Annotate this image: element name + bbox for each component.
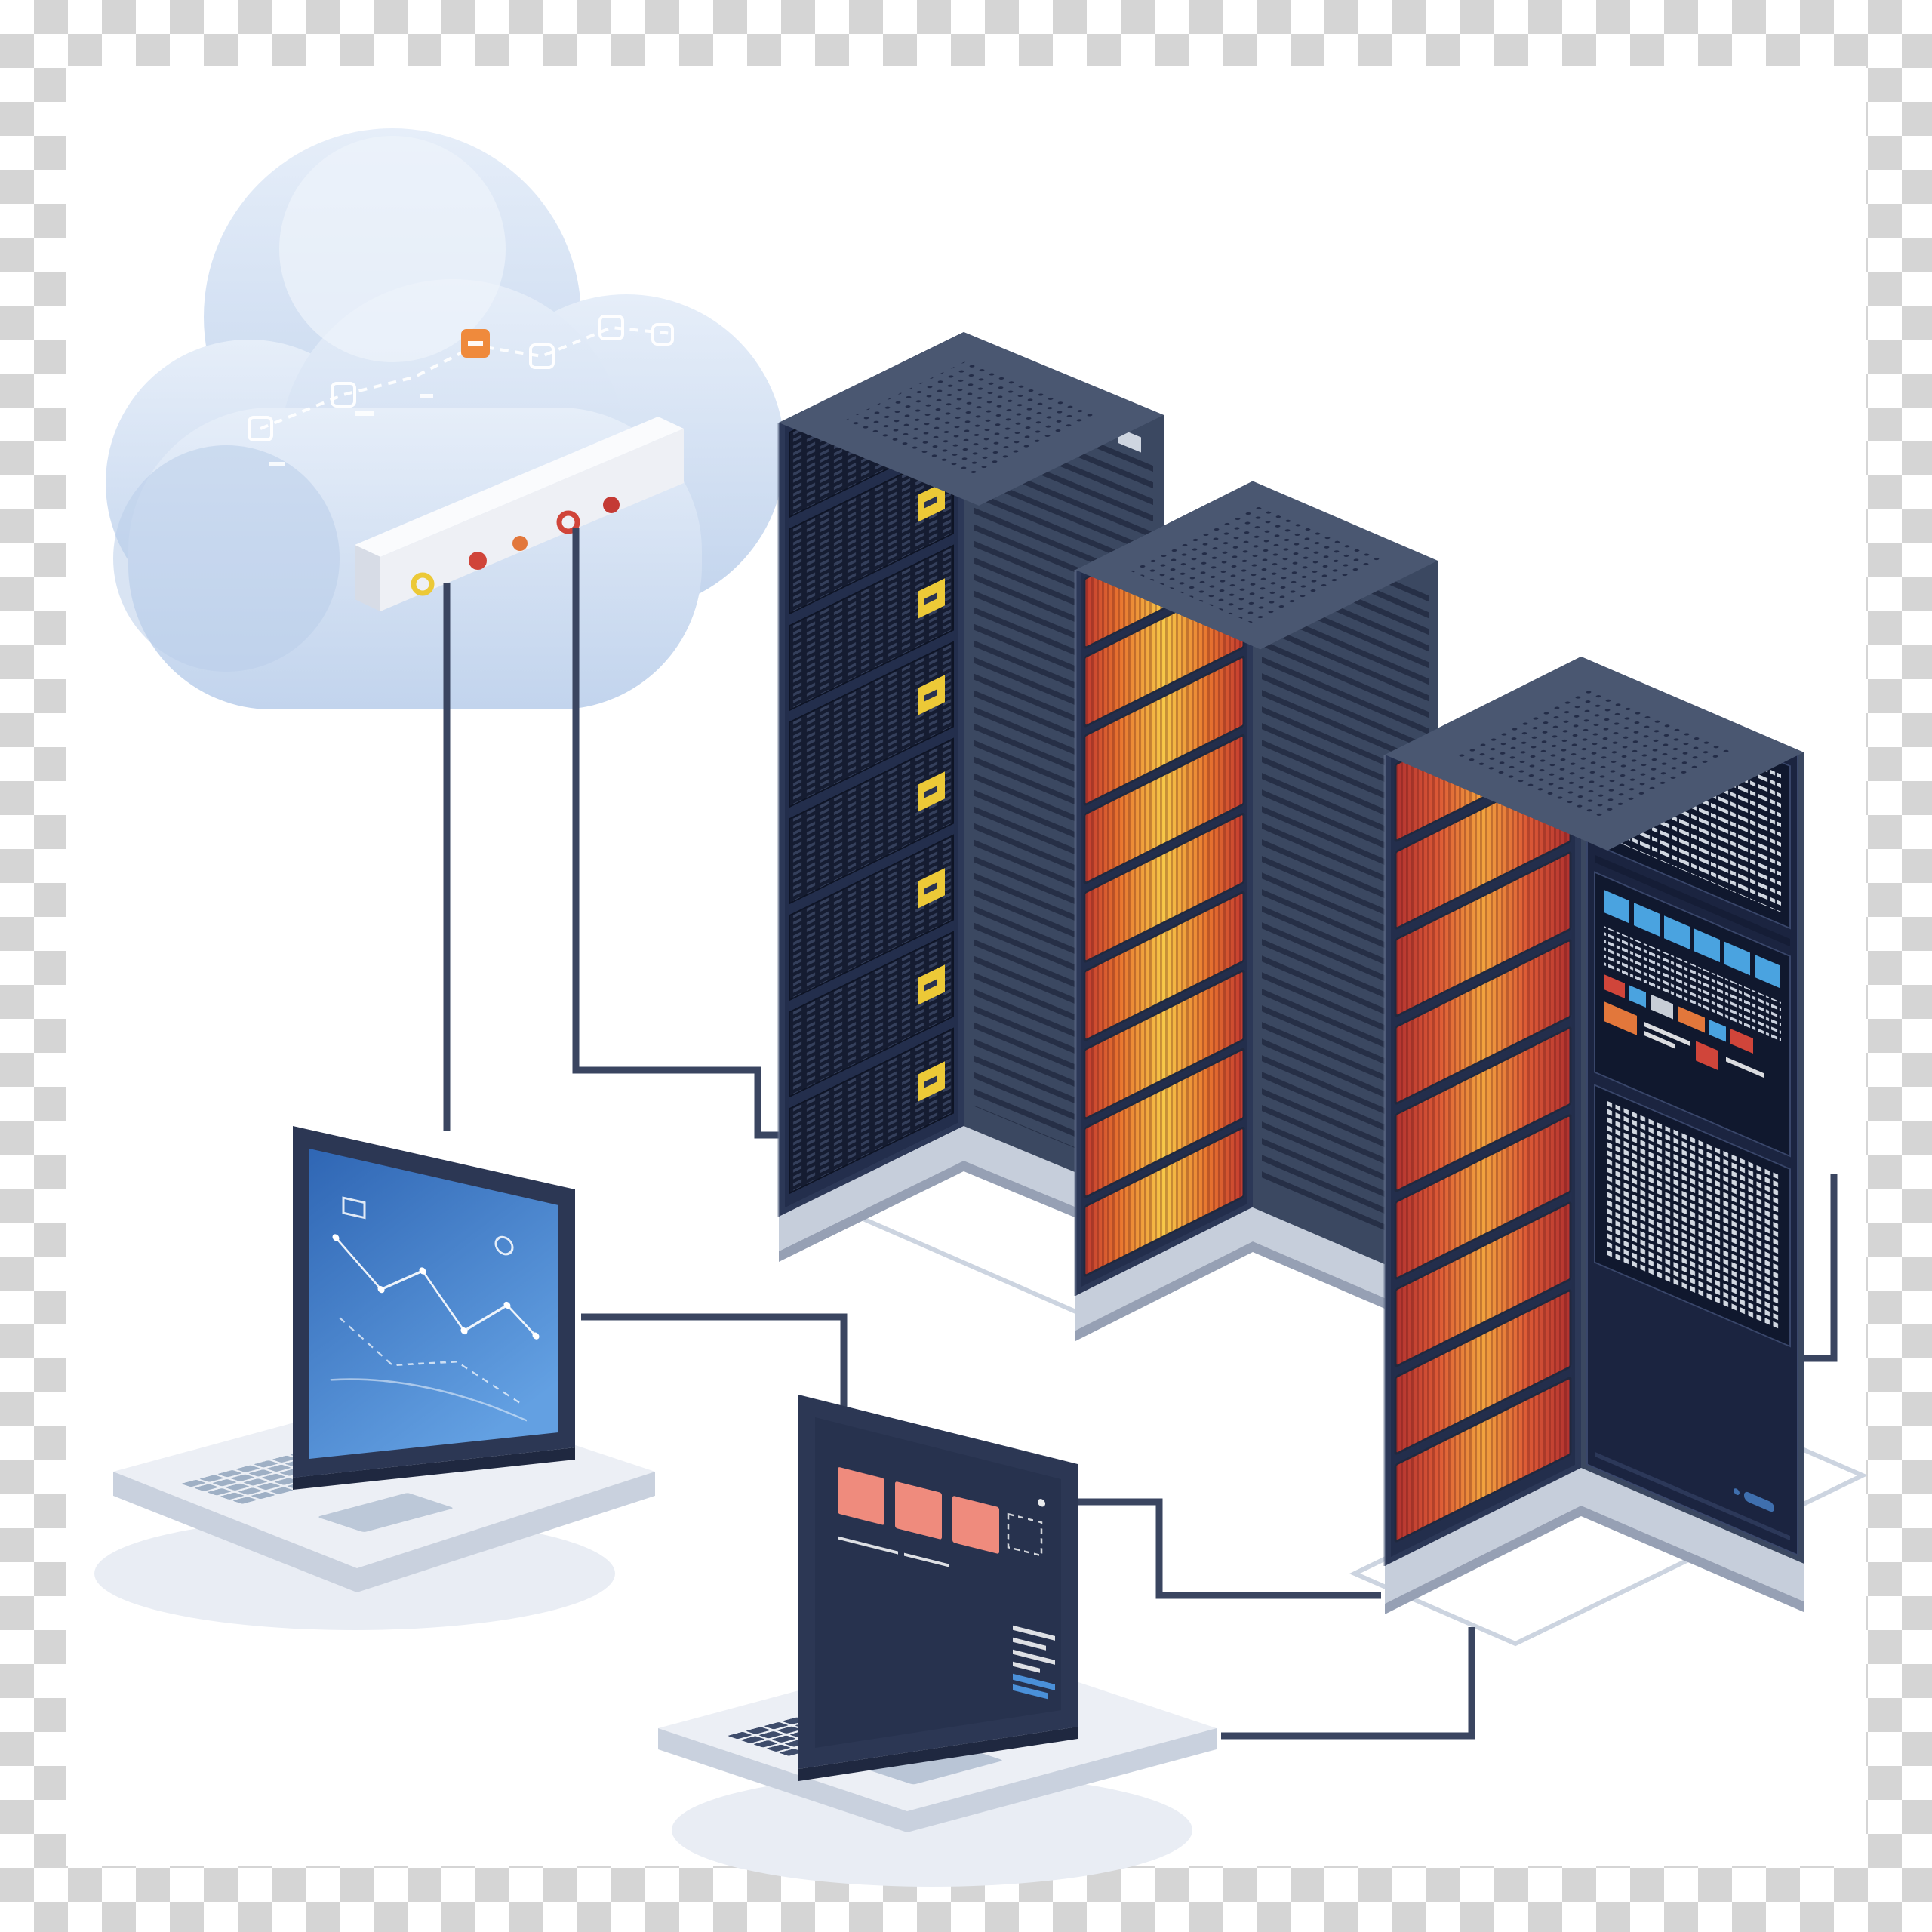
screen-dashed-box: [1007, 1512, 1043, 1557]
status-cell: [1730, 1029, 1753, 1054]
server-front-face: [779, 331, 964, 1217]
rack-module: [789, 1027, 954, 1195]
hub-led: [512, 536, 528, 551]
server-top: [1075, 481, 1438, 650]
cloud-node-icon: [529, 343, 555, 369]
laptop-base-edge: [658, 1728, 1217, 1832]
touchpad: [869, 1746, 1002, 1785]
screen-list-lines: [1013, 1625, 1055, 1700]
server-top-vent: [1448, 685, 1741, 822]
rack-module: [789, 931, 954, 1098]
rack-module: [1394, 1026, 1572, 1192]
rack-module: [789, 544, 954, 712]
server-pedestal: [1385, 1468, 1804, 1614]
rack-module: [1083, 1048, 1245, 1198]
rack-module: [1083, 734, 1245, 884]
laptop-1: [113, 1126, 655, 1592]
status-cell: [1629, 985, 1646, 1008]
hub-led: [556, 510, 580, 534]
screen-globe-icon: [494, 1235, 514, 1256]
laptop-hinge: [798, 1727, 1078, 1781]
status-cell: [1755, 954, 1780, 989]
cloud: [106, 128, 785, 709]
laptop-base-edge: [113, 1472, 655, 1592]
status-cell: [1696, 1041, 1718, 1071]
rack-module: [1083, 1126, 1245, 1277]
cloud-hub-bar: [355, 417, 684, 611]
laptop-2: [658, 1395, 1217, 1832]
rack-module: [789, 834, 954, 1001]
rack-module: [1083, 891, 1245, 1041]
rack-module: [1083, 812, 1245, 963]
screen-status-tiles: [838, 1467, 1055, 1700]
status-tile: [838, 1467, 884, 1525]
status-cell: [1709, 1020, 1726, 1042]
server-rack-2: [1074, 481, 1438, 1341]
touchpad: [318, 1493, 453, 1532]
cloud-node-icon: [331, 382, 356, 408]
hub-led: [603, 497, 620, 513]
rack-module: [1394, 1289, 1572, 1455]
status-cell: [1724, 941, 1750, 976]
rack-module: [1083, 969, 1245, 1120]
panel-status-board: [1594, 871, 1791, 1158]
rack-module: [1394, 939, 1572, 1105]
rack-module: [1394, 851, 1572, 1017]
rack-module: [1394, 1201, 1572, 1367]
status-cell: [1604, 1001, 1637, 1035]
rack-module: [789, 641, 954, 808]
laptop-hinge: [293, 1447, 575, 1490]
status-cell: [1678, 1006, 1705, 1033]
status-cell: [1694, 928, 1720, 963]
panel-power-led: [1744, 1491, 1774, 1512]
server-front-face: [1075, 481, 1253, 1296]
hub-led: [469, 552, 487, 570]
server-top-vent: [841, 359, 1103, 478]
status-cell: [1664, 915, 1690, 949]
rack-module: [789, 448, 954, 615]
panel-matrix-display: [1594, 1084, 1791, 1348]
connection-line: [1221, 1627, 1475, 1740]
status-tile: [895, 1481, 942, 1540]
cloud-node-network: [248, 315, 674, 466]
cloud-node-icon: [598, 315, 624, 340]
hub-led: [411, 572, 435, 596]
server-rack-3: [1383, 657, 1804, 1614]
cloud-node-icon: [651, 323, 674, 346]
rack-module: [789, 737, 954, 905]
status-tile: [952, 1496, 999, 1554]
rack-module: [1394, 1114, 1572, 1280]
server-top: [1385, 657, 1804, 851]
laptop-screen: [309, 1149, 558, 1459]
status-cell: [1604, 974, 1625, 998]
laptop-2-shadow: [672, 1774, 1192, 1887]
screen-network-graph: [330, 1196, 540, 1422]
server-top-vent: [1130, 506, 1383, 625]
server-top: [779, 331, 1164, 506]
cloud-node-icon: [248, 416, 273, 441]
status-cell: [1634, 903, 1660, 937]
rack-module: [1083, 655, 1245, 806]
status-cell: [1604, 889, 1629, 924]
screen-window-icon: [342, 1196, 366, 1220]
rack-module: [1394, 1377, 1572, 1543]
